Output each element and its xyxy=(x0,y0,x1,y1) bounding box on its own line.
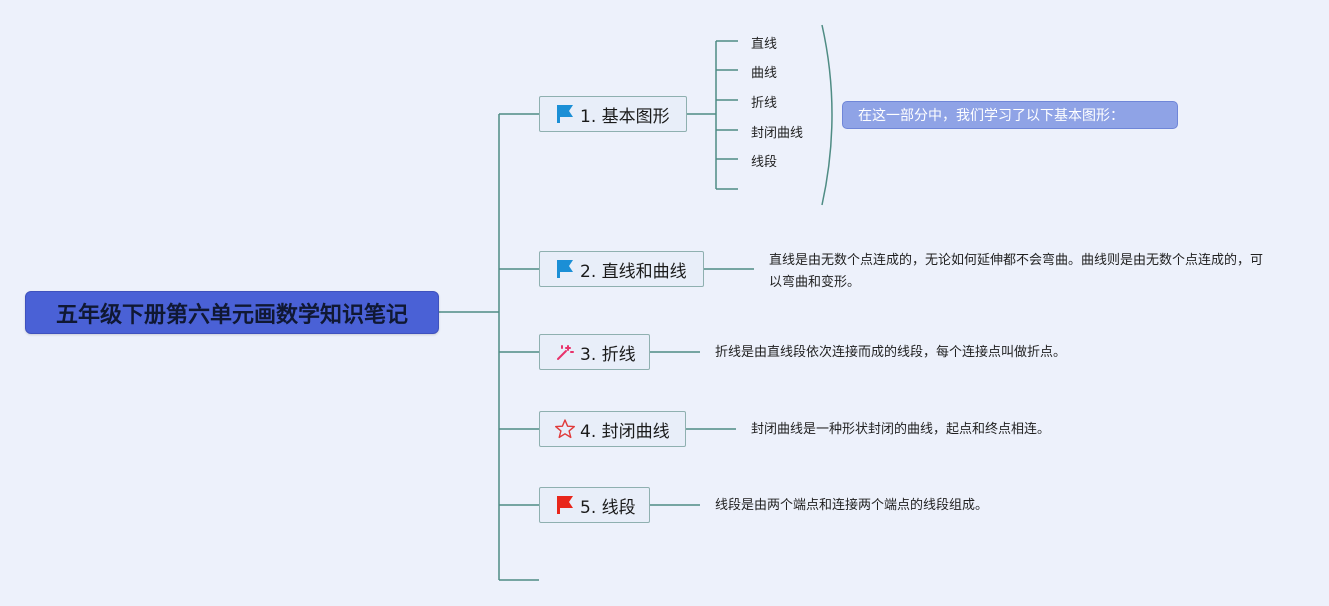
blue-flag-icon xyxy=(554,258,576,280)
root-topic[interactable]: 五年级下册第六单元画数学知识笔记 xyxy=(25,291,439,334)
topic-3[interactable]: 3. 折线 xyxy=(539,334,650,370)
blue-flag-icon xyxy=(554,103,576,125)
topic-4[interactable]: 4. 封闭曲线 xyxy=(539,411,686,447)
topic-4-label: 4. 封闭曲线 xyxy=(580,421,670,442)
subtopic-1[interactable]: 直线 xyxy=(751,37,778,52)
summary-bracket xyxy=(821,24,833,206)
topic-1-label: 1. 基本图形 xyxy=(580,106,670,127)
star-outline-icon xyxy=(554,418,576,440)
topic-5[interactable]: 5. 线段 xyxy=(539,487,650,523)
summary-label: 在这一部分中，我们学习了以下基本图形： xyxy=(858,108,1124,124)
red-flag-icon xyxy=(554,494,576,516)
note-topic-3: 折线是由直线段依次连接而成的线段，每个连接点叫做折点。 xyxy=(715,345,1067,360)
subtopic-2[interactable]: 曲线 xyxy=(751,66,778,81)
root-topic-label: 五年级下册第六单元画数学知识笔记 xyxy=(55,302,408,328)
topic-2-label: 2. 直线和曲线 xyxy=(580,261,687,282)
subtopic-5[interactable]: 线段 xyxy=(751,155,778,170)
topic-3-label: 3. 折线 xyxy=(580,344,636,365)
topic-5-label: 5. 线段 xyxy=(580,497,636,518)
summary-box[interactable]: 在这一部分中，我们学习了以下基本图形： xyxy=(842,101,1178,129)
note-topic-2: 直线是由无数个点连成的，无论如何延伸都不会弯曲。曲线则是由无数个点连成的，可以弯… xyxy=(769,253,1264,290)
sparkle-icon xyxy=(554,341,576,363)
subtopic-4[interactable]: 封闭曲线 xyxy=(751,126,804,141)
subtopic-3[interactable]: 折线 xyxy=(751,96,778,111)
topic-2[interactable]: 2. 直线和曲线 xyxy=(539,251,704,287)
topic-1[interactable]: 1. 基本图形 xyxy=(539,96,687,132)
note-topic-5: 线段是由两个端点和连接两个端点的线段组成。 xyxy=(715,498,989,513)
note-topic-4: 封闭曲线是一种形状封闭的曲线，起点和终点相连。 xyxy=(751,422,1051,437)
